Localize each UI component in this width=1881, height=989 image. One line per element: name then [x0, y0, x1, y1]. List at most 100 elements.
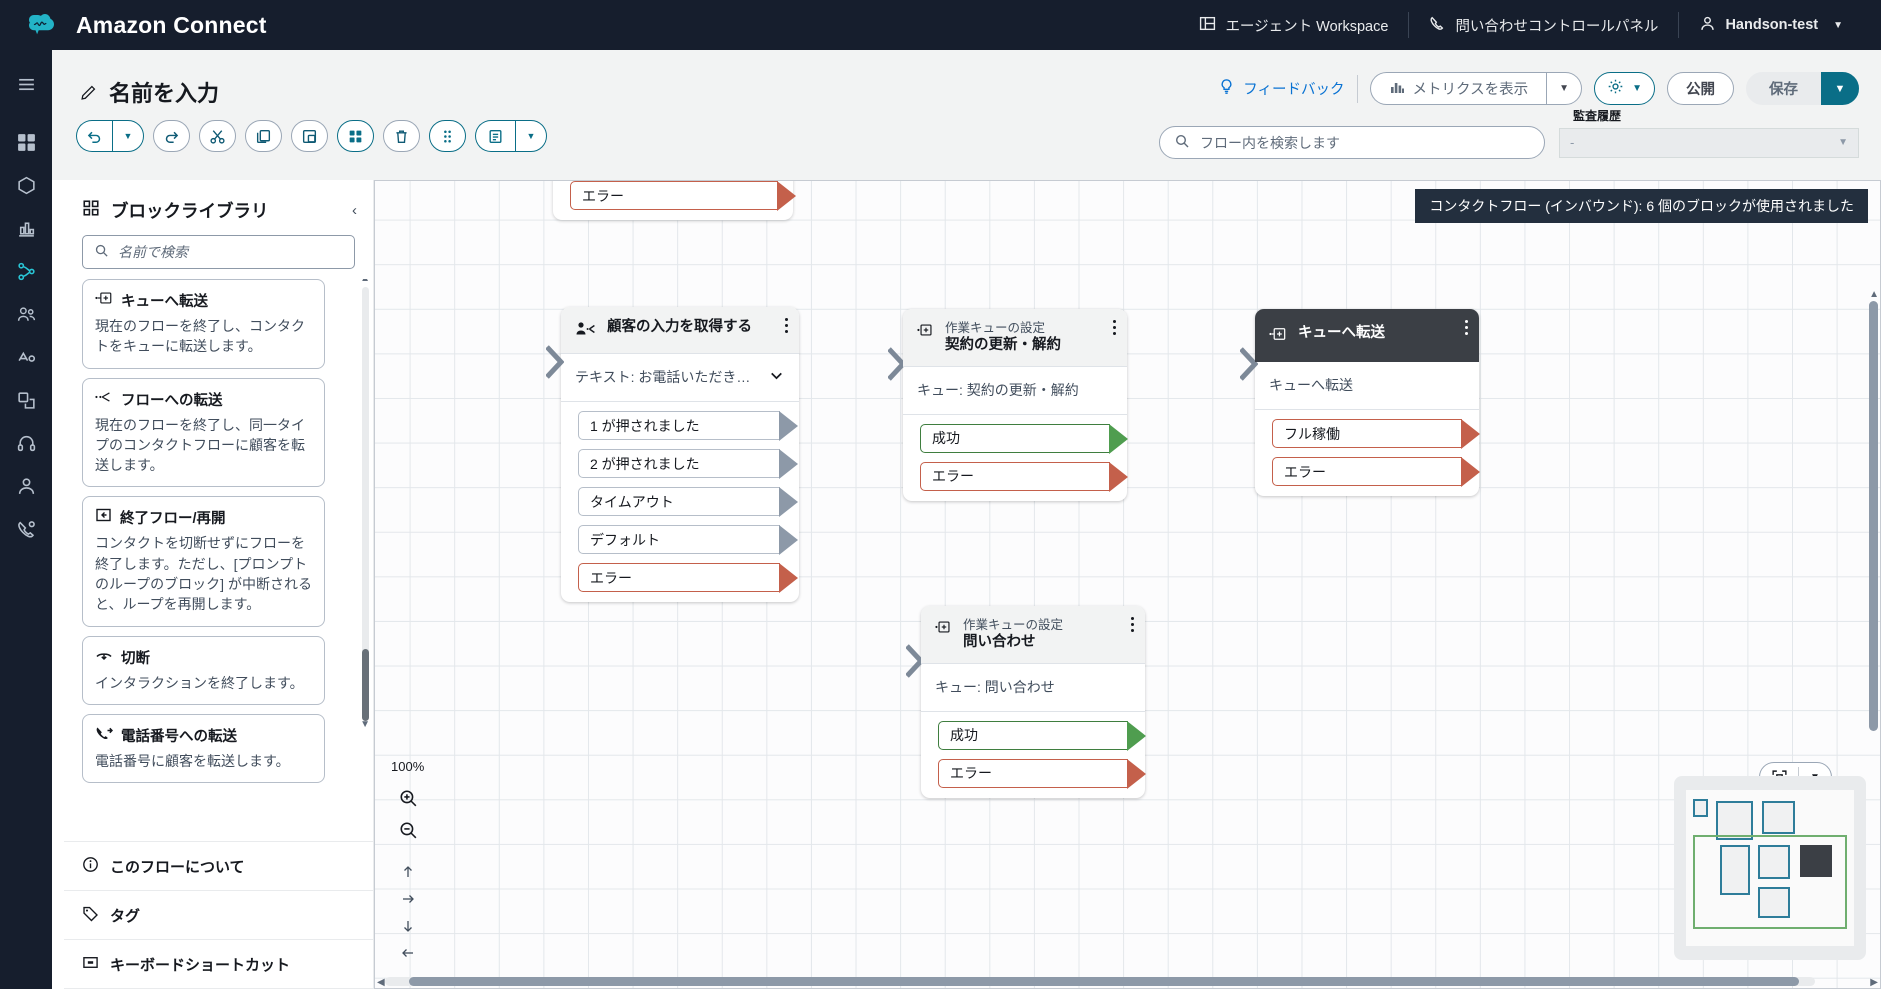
- show-metrics-button[interactable]: メトリクスを表示: [1369, 72, 1547, 105]
- save-button[interactable]: 保存: [1746, 72, 1821, 105]
- node-port[interactable]: エラー: [570, 181, 796, 211]
- delete-button[interactable]: [383, 120, 420, 152]
- top-divider-2: [1678, 12, 1680, 38]
- library-block-card[interactable]: キューへ転送 現在のフローを終了し、コンタクトをキューに転送します。: [82, 279, 325, 369]
- sidebar-item-integrations[interactable]: [6, 380, 46, 420]
- keyboard-shortcuts-row[interactable]: キーボードショートカット: [64, 940, 373, 989]
- sidebar-item-analytics[interactable]: [6, 208, 46, 248]
- sidebar-item-phone-numbers[interactable]: [6, 509, 46, 549]
- sidebar-item-contact-center[interactable]: [6, 423, 46, 463]
- save-dropdown-caret-icon[interactable]: ▼: [1821, 72, 1859, 105]
- cut-button[interactable]: [199, 120, 236, 152]
- canvas-horizontal-scrollbar-thumb[interactable]: [409, 977, 1799, 986]
- node-header[interactable]: 作業キューの設定 契約の更新・解約: [903, 309, 1127, 367]
- library-scrollbar-thumb[interactable]: [362, 649, 369, 721]
- sidebar-item-routing[interactable]: [6, 165, 46, 205]
- zoom-out-button[interactable]: [393, 814, 423, 846]
- settings-button[interactable]: ▼: [1594, 72, 1655, 105]
- node-menu-kebab-icon[interactable]: [1131, 617, 1134, 632]
- canvas-minimap[interactable]: [1674, 776, 1866, 960]
- user-menu[interactable]: Handson-test ▼: [1679, 15, 1863, 36]
- collapse-panel-icon[interactable]: ‹: [352, 202, 357, 219]
- canvas-scroll-left-icon[interactable]: ◀: [377, 977, 385, 988]
- flow-node-transfer-to-queue-selected[interactable]: キューへ転送 キューへ転送 フル稼働 エラー: [1240, 309, 1480, 496]
- brand[interactable]: Amazon Connect: [0, 5, 267, 45]
- node-header[interactable]: キューへ転送: [1255, 309, 1479, 362]
- sidebar-item-channels[interactable]: [6, 337, 46, 377]
- pan-up-button[interactable]: [393, 858, 423, 885]
- sidebar-item-agents[interactable]: [6, 466, 46, 506]
- sidebar-item-users[interactable]: [6, 294, 46, 334]
- metrics-dropdown-caret-icon[interactable]: ▼: [1546, 72, 1583, 105]
- minimap-node: [1716, 800, 1754, 840]
- library-scrollbar-track[interactable]: [362, 287, 369, 717]
- edit-pencil-icon[interactable]: [80, 84, 97, 101]
- node-port[interactable]: 成功: [938, 720, 1146, 751]
- pan-right-button[interactable]: [393, 885, 423, 912]
- library-block-desc: 現在のフローを終了し、同一タイプのコンタクトフローに顧客を転送します。: [95, 416, 305, 474]
- block-search-input[interactable]: 名前で検索: [82, 235, 355, 269]
- canvas-horizontal-scrollbar-track[interactable]: [385, 977, 1815, 986]
- redo-button[interactable]: [153, 120, 190, 152]
- library-block-card[interactable]: 切断 インタラクションを終了します。: [82, 635, 325, 705]
- flow-canvas[interactable]: コンタクトフロー (インバウンド): 6 個のブロックが使用されました エラー …: [374, 180, 1881, 989]
- library-block-card[interactable]: 終了フロー/再開 コンタクトを切断せずにフローを終了します。ただし、[プロンプト…: [82, 496, 325, 627]
- notes-split-button[interactable]: ▼: [475, 120, 547, 152]
- undo-icon[interactable]: [76, 120, 112, 152]
- flow-node-partial[interactable]: エラー: [553, 181, 796, 220]
- minimap-viewport[interactable]: [1692, 835, 1848, 929]
- undo-split-button[interactable]: ▼: [76, 120, 144, 152]
- node-menu-kebab-icon[interactable]: [1113, 320, 1116, 335]
- feedback-link[interactable]: フィードバック: [1218, 78, 1345, 99]
- node-port[interactable]: エラー: [1272, 457, 1480, 487]
- canvas-scroll-up-icon[interactable]: ▲: [1869, 289, 1879, 300]
- publish-button[interactable]: 公開: [1667, 72, 1734, 105]
- node-port[interactable]: デフォルト: [578, 525, 798, 555]
- node-port[interactable]: エラー: [920, 461, 1128, 492]
- pan-left-button[interactable]: [393, 939, 423, 966]
- node-port[interactable]: タイムアウト: [578, 487, 798, 517]
- node-menu-kebab-icon[interactable]: [785, 318, 788, 333]
- flow-node-get-customer-input[interactable]: 顧客の入力を取得する テキスト: お電話いただき… 1 が押されました 2 が押…: [546, 307, 799, 602]
- library-block-card[interactable]: 電話番号への転送 電話番号に顧客を転送します。: [82, 713, 325, 784]
- about-this-flow-label: このフローについて: [110, 858, 245, 876]
- block-library-footer: このフローについて タグ キーボードショートカット: [64, 841, 373, 989]
- chevron-down-icon[interactable]: [768, 367, 785, 387]
- sidebar-item-flows[interactable]: [6, 251, 46, 291]
- node-port[interactable]: 成功: [920, 423, 1128, 454]
- copy-button[interactable]: [245, 120, 282, 152]
- tags-row[interactable]: タグ: [64, 891, 373, 940]
- node-port[interactable]: 1 が押されました: [578, 411, 798, 441]
- scroll-down-icon[interactable]: ▼: [360, 719, 370, 730]
- menu-hamburger-icon[interactable]: [6, 64, 46, 104]
- flow-node-set-working-queue-contract[interactable]: 作業キューの設定 契約の更新・解約 キュー: 契約の更新・解約 成功 エラー: [888, 309, 1128, 501]
- about-this-flow-row[interactable]: このフローについて: [64, 842, 373, 891]
- block-library-list: ▲ ▼ キューへ転送 現在のフローを終了し、コンタクトをキューに転送します。: [64, 279, 373, 841]
- zoom-in-button[interactable]: [393, 782, 423, 814]
- align-grid-button[interactable]: [337, 120, 374, 152]
- drag-handle-button[interactable]: [429, 120, 466, 152]
- node-port[interactable]: エラー: [938, 758, 1146, 789]
- flow-search-input[interactable]: フロー内を検索します: [1159, 126, 1545, 159]
- node-header[interactable]: 作業キューの設定 問い合わせ: [921, 606, 1145, 664]
- paste-button[interactable]: [291, 120, 328, 152]
- scroll-up-icon[interactable]: ▲: [360, 279, 370, 284]
- canvas-vertical-scrollbar-thumb[interactable]: [1869, 301, 1878, 731]
- agent-workspace-link[interactable]: エージェント Workspace: [1179, 15, 1408, 36]
- flow-node-set-working-queue-inquiry[interactable]: 作業キューの設定 問い合わせ キュー: 問い合わせ 成功 エラー: [906, 606, 1146, 798]
- notes-dropdown-caret-icon[interactable]: ▼: [515, 120, 547, 152]
- node-body: キュー: 契約の更新・解約: [903, 367, 1127, 415]
- sidebar-item-dashboard[interactable]: [6, 122, 46, 162]
- node-header[interactable]: 顧客の入力を取得する: [561, 307, 799, 354]
- library-block-card[interactable]: フローへの転送 現在のフローを終了し、同一タイプのコンタクトフローに顧客を転送し…: [82, 377, 325, 488]
- ccp-link[interactable]: 問い合わせコントロールパネル: [1409, 15, 1678, 36]
- undo-dropdown-caret-icon[interactable]: ▼: [112, 120, 144, 152]
- node-port[interactable]: エラー: [578, 563, 798, 593]
- audit-history-select[interactable]: - ▼: [1559, 127, 1859, 158]
- canvas-scroll-right-icon[interactable]: ▶: [1870, 977, 1878, 988]
- notes-icon[interactable]: [475, 120, 515, 152]
- pan-down-button[interactable]: [393, 912, 423, 939]
- node-menu-kebab-icon[interactable]: [1465, 320, 1468, 335]
- node-port[interactable]: フル稼働: [1272, 419, 1480, 449]
- node-port[interactable]: 2 が押されました: [578, 449, 798, 479]
